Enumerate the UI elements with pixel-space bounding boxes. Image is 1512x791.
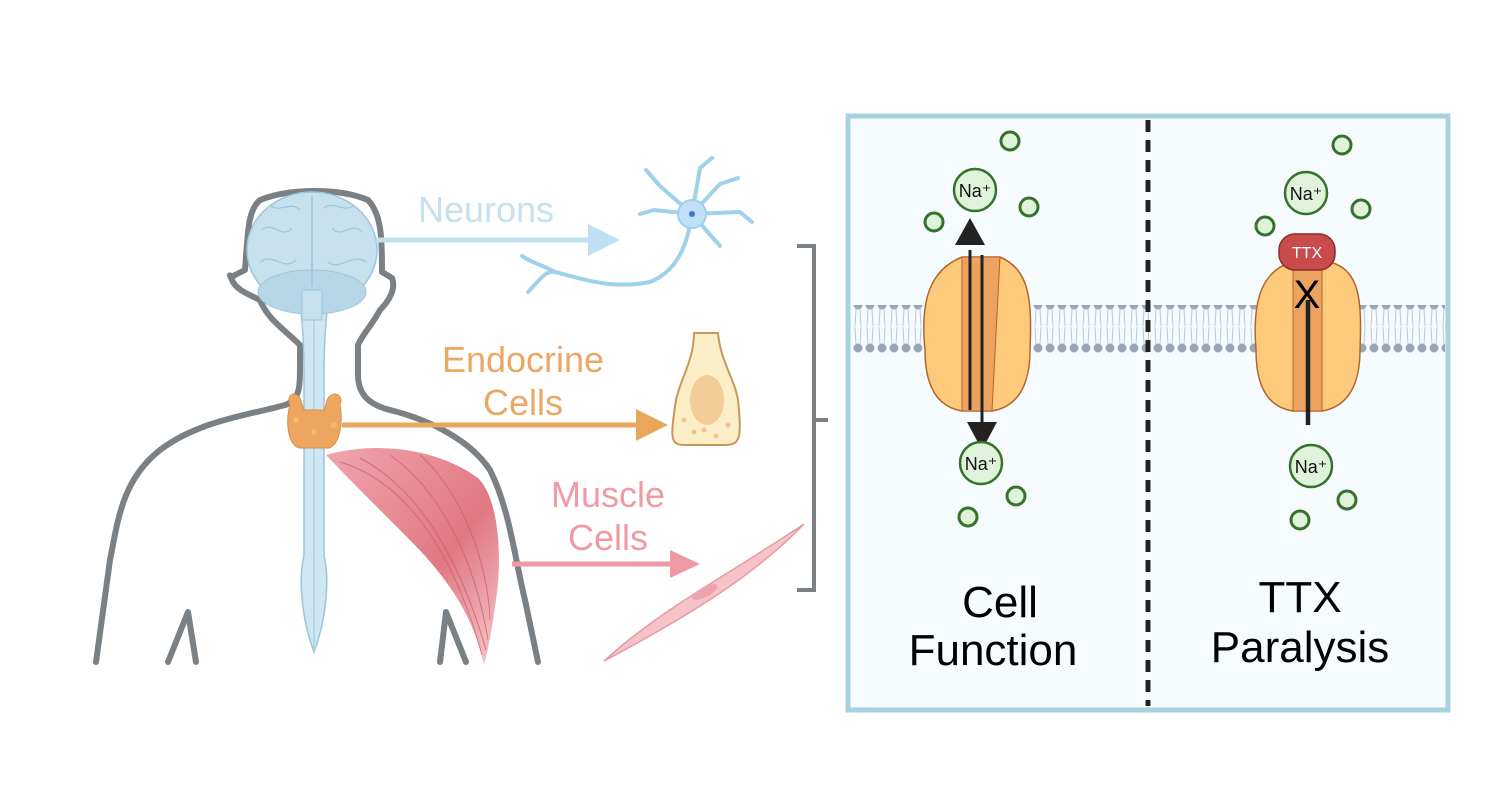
neuron-cell-icon [520, 156, 754, 294]
endocrine-label-line1: Endocrine [442, 339, 604, 380]
sodium-ion-top-left: Na⁺ [952, 167, 998, 213]
svg-text:Na⁺: Na⁺ [965, 454, 998, 474]
svg-text:TTX: TTX [1292, 245, 1323, 262]
muscle-label-line2: Cells [568, 517, 648, 558]
endocrine-cell-icon [671, 332, 741, 446]
small-ions-left [923, 130, 1040, 528]
grouping-bracket [797, 244, 828, 592]
muscle-label-line1: Muscle [551, 474, 665, 515]
neurons-label: Neurons [418, 189, 554, 230]
human-body-outline [93, 188, 541, 665]
cell-function-caption-line1: Cell [962, 578, 1038, 627]
endocrine-arrow [342, 409, 668, 441]
brain-icon [246, 191, 378, 321]
small-ions-right [1254, 134, 1372, 531]
ttx-toxin-icon: TTX [1278, 233, 1336, 271]
muscle-cell-icon [603, 523, 805, 662]
endocrine-label-line2: Cells [483, 382, 563, 423]
sodium-ion-bottom-left: Na⁺ [958, 440, 1004, 486]
svg-text:Na⁺: Na⁺ [1290, 184, 1323, 204]
neurons-arrow [376, 224, 620, 256]
sodium-channel-open [923, 256, 1032, 412]
sodium-ion-top-right: Na⁺ [1283, 170, 1329, 216]
thyroid-icon [287, 393, 342, 449]
bidirectional-flow-arrow [955, 218, 997, 450]
muscle-tissue-icon [326, 448, 499, 665]
muscle-arrow [512, 550, 700, 578]
sodium-ion-bottom-right: Na⁺ [1288, 443, 1334, 489]
ttx-paralysis-caption-line1: TTX [1258, 573, 1341, 622]
block-x-mark: X [1294, 273, 1321, 317]
cell-function-caption-line2: Function [909, 626, 1078, 675]
ttx-paralysis-caption-line2: Paralysis [1211, 623, 1390, 672]
svg-text:Na⁺: Na⁺ [959, 181, 992, 201]
svg-text:Na⁺: Na⁺ [1295, 457, 1328, 477]
